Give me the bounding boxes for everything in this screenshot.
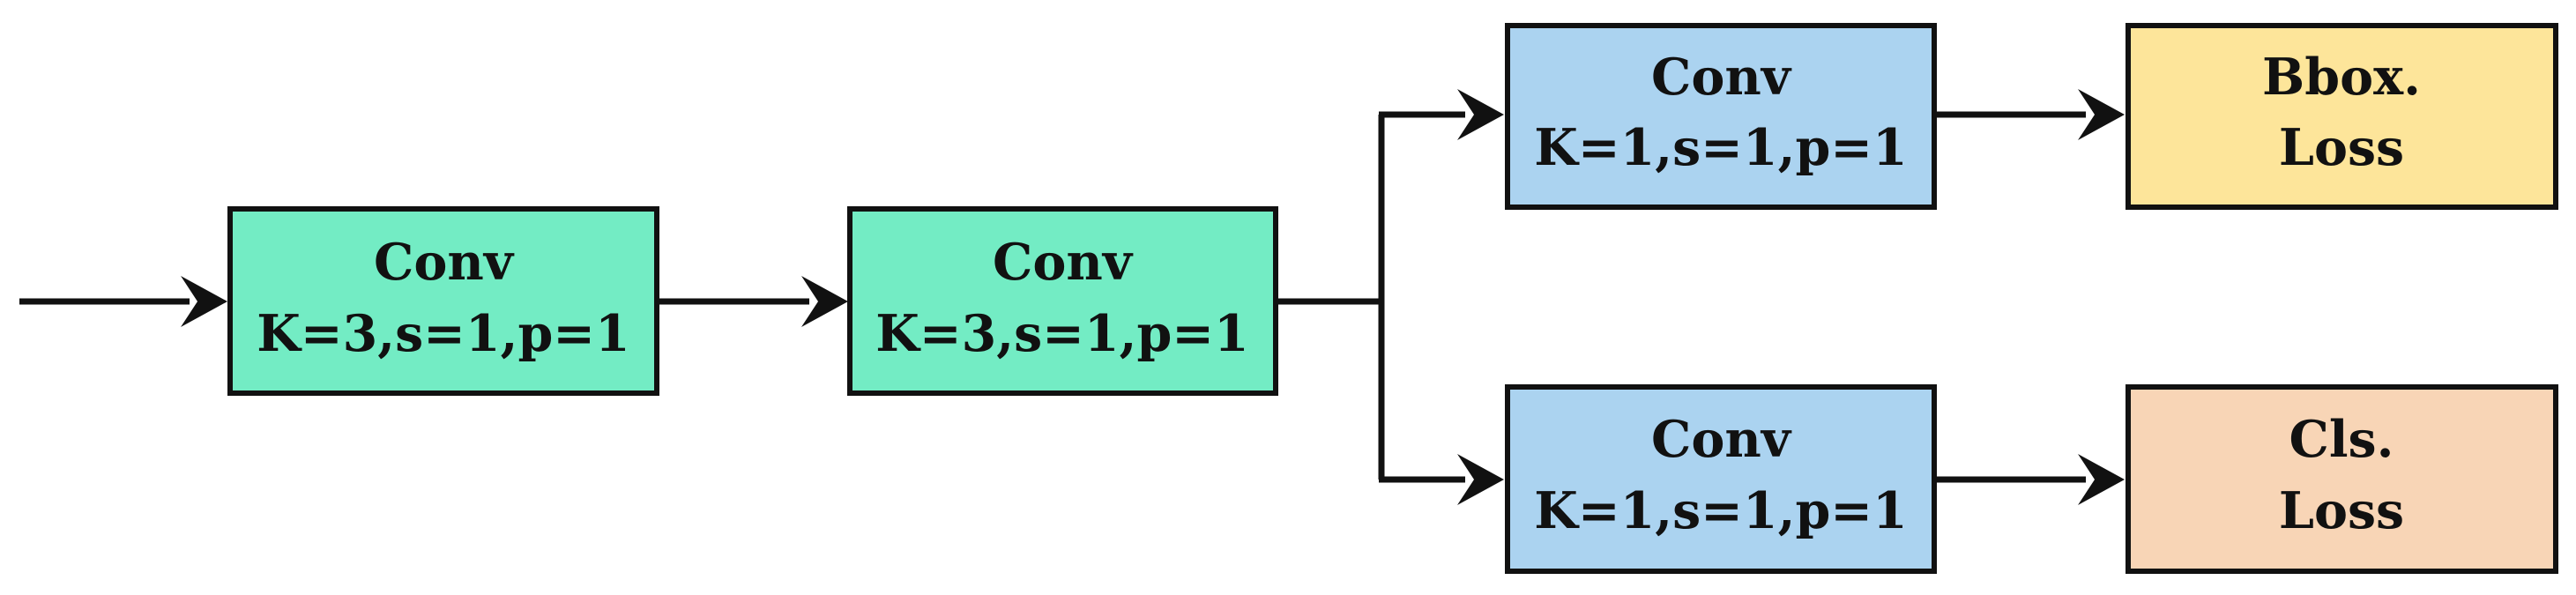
cls-loss-node: Cls. Loss [2126, 384, 2558, 574]
cls-loss-line2: Loss [2279, 481, 2404, 540]
bbox-loss-box [2126, 23, 2558, 210]
conv-k3-box-2 [847, 206, 1278, 396]
conv-k3-params-1: K=3,s=1,p=1 [257, 304, 629, 363]
conv-k1-cls-box [1505, 384, 1937, 574]
conv-k3-node-1: Conv K=3,s=1,p=1 [227, 206, 659, 396]
conv-k1-cls-node: Conv K=1,s=1,p=1 [1505, 384, 1937, 574]
conv-cls-to-loss-arrowhead [2078, 454, 2125, 505]
conv1-to-conv2-arrowhead [801, 276, 848, 327]
conv-k3-box-1 [227, 206, 659, 396]
conv-k3-title-2: Conv [993, 233, 1134, 292]
conv-k1-bbox-title: Conv [1651, 48, 1792, 107]
conv-k1-cls-params: K=1,s=1,p=1 [1534, 481, 1907, 540]
bbox-loss-line1: Bbox. [2262, 48, 2421, 107]
conv-k3-params-2: K=3,s=1,p=1 [875, 304, 1248, 363]
conv-k3-node-2: Conv K=3,s=1,p=1 [847, 206, 1278, 396]
bbox-loss-line2: Loss [2279, 118, 2404, 177]
cls-loss-box [2126, 384, 2558, 574]
conv-k1-bbox-params: K=1,s=1,p=1 [1534, 118, 1907, 177]
cls-loss-line1: Cls. [2289, 410, 2394, 469]
edges [19, 89, 2125, 505]
conv-bbox-to-loss-arrowhead [2078, 89, 2125, 140]
bbox-loss-node: Bbox. Loss [2126, 23, 2558, 210]
split-to-conv-cls-arrowhead [1457, 454, 1504, 505]
split-to-conv-bbox-arrowhead [1457, 89, 1504, 140]
input-arrowhead [181, 276, 227, 327]
conv-k1-bbox-box [1505, 23, 1937, 210]
conv-k1-cls-title: Conv [1651, 410, 1792, 469]
conv-k1-bbox-node: Conv K=1,s=1,p=1 [1505, 23, 1937, 210]
conv-k3-title-1: Conv [374, 233, 515, 292]
